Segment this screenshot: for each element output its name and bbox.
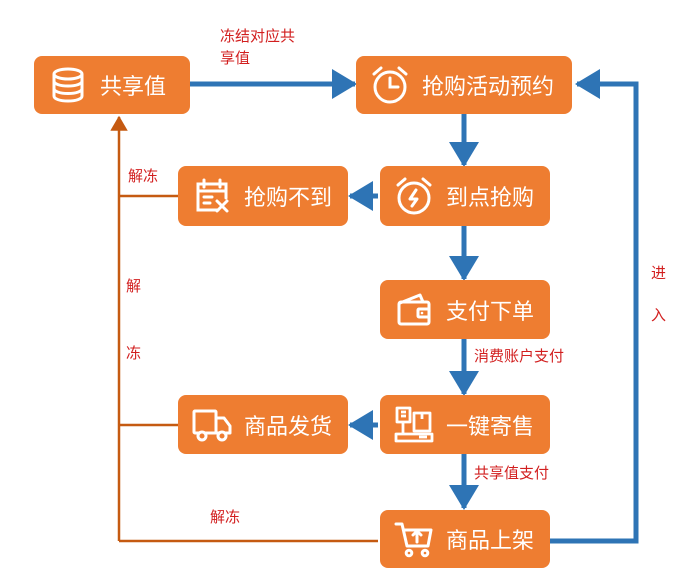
node-label: 商品发货 [244,414,333,440]
label-enter-2: 入 [651,306,667,324]
node-label: 支付下单 [446,299,535,325]
label-freeze-line2: 享值 [220,49,251,67]
label-freeze-line1: 冻结对应共 [220,27,296,45]
label-unfreeze-mid-2: 冻 [126,344,142,362]
node-purchase-failed: 抢购不到 [178,166,348,226]
parcel-scale-icon [392,403,436,447]
node-one-click-consign: 一键寄售 [380,395,550,454]
delivery-truck-icon [190,403,234,447]
alarm-clock-icon [368,63,412,107]
node-shared-value: 共享值 [34,56,190,114]
database-icon [46,63,90,107]
label-shared-value-pay: 共享值支付 [474,464,550,482]
wallet-icon [392,288,436,332]
node-on-time-purchase: 到点抢购 [380,166,550,226]
label-consume-account-pay: 消费账户支付 [474,347,565,365]
alarm-flash-icon [392,174,436,218]
node-goods-listed: 商品上架 [380,510,550,568]
node-ship-goods: 商品发货 [178,395,348,454]
label-unfreeze-mid-1: 解 [126,277,142,295]
node-pay-and-order: 支付下单 [380,280,550,339]
node-label: 一键寄售 [446,414,535,440]
node-label: 抢购活动预约 [422,75,555,100]
calendar-cancel-icon [190,174,234,218]
node-label: 共享值 [100,75,167,100]
node-label: 到点抢购 [446,186,535,211]
node-label: 抢购不到 [244,186,333,211]
shopping-cart-icon [392,517,436,561]
arrow-listed-to-reservation [550,69,639,544]
label-unfreeze-top: 解冻 [128,167,159,185]
node-flash-sale-reservation: 抢购活动预约 [356,56,572,114]
label-enter-1: 进 [651,264,667,282]
label-unfreeze-bottom: 解冻 [210,508,241,526]
node-label: 商品上架 [446,529,535,554]
